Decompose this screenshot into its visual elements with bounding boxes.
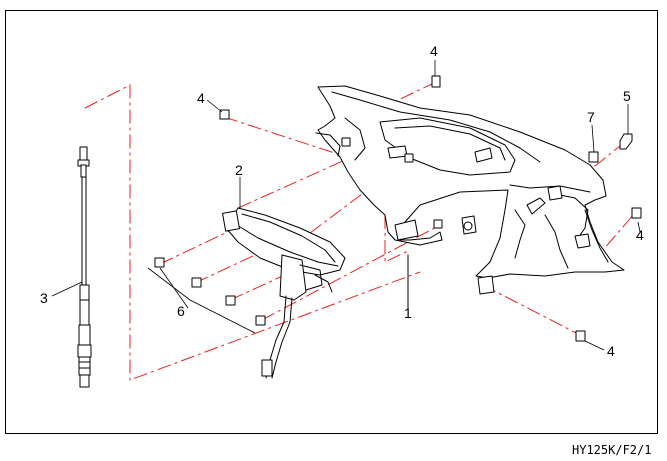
callout-4-left: 4 xyxy=(197,90,205,106)
fasteners xyxy=(154,75,642,342)
screw-6c xyxy=(225,295,236,306)
meter-cable xyxy=(77,146,92,388)
leader-lines xyxy=(51,60,641,351)
bolt-left xyxy=(219,109,230,120)
clip-cover-b xyxy=(404,153,414,163)
meter-assembly xyxy=(222,207,346,379)
callout-1: 1 xyxy=(404,305,412,321)
screw-6b xyxy=(191,277,202,288)
callout-4-bottom: 4 xyxy=(607,343,615,359)
callout-4-right: 4 xyxy=(636,227,644,243)
diagram-frame xyxy=(5,10,658,434)
callout-labels: 4 4 2 3 6 1 7 5 4 4 xyxy=(40,43,644,359)
callout-6: 6 xyxy=(177,303,185,319)
bolt-bottom xyxy=(575,330,586,342)
screw-6d xyxy=(255,315,266,326)
bolt-right xyxy=(631,207,642,219)
callout-3: 3 xyxy=(40,290,48,306)
screw-6a xyxy=(154,257,165,268)
drawing-code: HY125K/F2/1 xyxy=(572,443,651,457)
front-cover xyxy=(315,85,625,316)
bolt-top xyxy=(431,75,441,88)
clip-cover-c xyxy=(433,219,443,229)
clip-cover-a xyxy=(341,137,351,147)
callout-7: 7 xyxy=(587,109,595,125)
nut-7 xyxy=(588,151,599,163)
callout-5: 5 xyxy=(623,88,631,104)
callout-4-top: 4 xyxy=(430,43,438,59)
callout-2: 2 xyxy=(235,162,243,178)
screw-5 xyxy=(619,133,633,150)
